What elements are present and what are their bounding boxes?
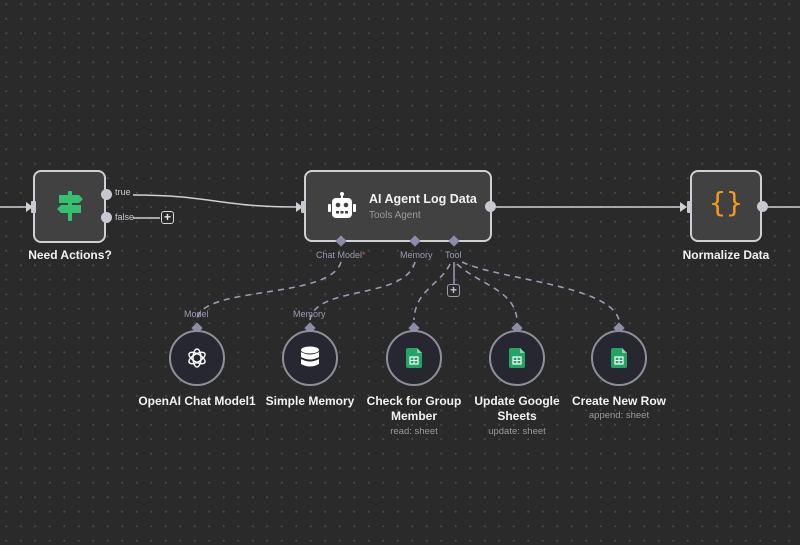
ai-agent-title: AI Agent Log Data <box>369 192 477 206</box>
openai-icon <box>188 348 206 368</box>
need-actions-output-false[interactable] <box>101 212 112 223</box>
edge-model[interactable] <box>196 261 342 321</box>
add-node-false-button[interactable]: + <box>161 211 174 224</box>
handle-label-tool: Tool <box>445 250 462 260</box>
edge-tool-check[interactable] <box>413 263 451 321</box>
node-openai-chat-model[interactable] <box>169 330 225 386</box>
signpost-icon <box>57 191 83 221</box>
update-operation: update: sheet <box>488 426 546 437</box>
code-braces-icon: {} <box>709 186 743 219</box>
openai-label: OpenAI Chat Model1 <box>138 394 256 408</box>
node-normalize-data[interactable]: {} <box>690 170 762 242</box>
edge-arrow <box>680 202 687 212</box>
handle-label-chat-model: Chat Model* <box>316 250 366 260</box>
edge-memory[interactable] <box>309 261 416 321</box>
ai-agent-output-handle[interactable] <box>485 201 496 212</box>
ai-agent-subtitle: Tools Agent <box>369 210 421 221</box>
check-label-line1: Check for Group <box>366 394 462 408</box>
normalize-output-handle[interactable] <box>757 201 768 212</box>
node-need-actions[interactable] <box>33 170 106 243</box>
check-operation: read: sheet <box>390 426 438 437</box>
node-ai-agent[interactable]: AI Agent Log Data Tools Agent <box>304 170 492 242</box>
connection-label-memory: Memory <box>293 309 326 319</box>
required-indicator: * <box>362 250 366 260</box>
database-icon <box>301 346 319 367</box>
update-label-line1: Update Google <box>474 394 560 408</box>
simple-memory-label: Simple Memory <box>265 394 355 408</box>
edge-arrow <box>296 202 303 212</box>
edge-true-to-agent[interactable] <box>132 194 298 208</box>
need-actions-output-true[interactable] <box>101 189 112 200</box>
normalize-input-handle[interactable] <box>687 201 692 213</box>
ai-agent-input-handle[interactable] <box>301 201 306 213</box>
handle-label-memory: Memory <box>400 250 433 260</box>
create-operation: append: sheet <box>588 410 650 421</box>
need-actions-label: Need Actions? <box>28 248 112 262</box>
node-update-google-sheets[interactable] <box>489 330 545 386</box>
google-sheets-icon <box>509 348 525 368</box>
node-create-new-row[interactable] <box>591 330 647 386</box>
output-label-false: false <box>115 212 135 222</box>
output-label-true: true <box>115 187 131 197</box>
connection-label-model: Model <box>184 309 209 319</box>
node-check-group-member[interactable] <box>386 330 442 386</box>
google-sheets-icon <box>611 348 627 368</box>
check-label-line2: Member <box>390 409 437 423</box>
create-label: Create New Row <box>571 394 667 408</box>
edge-arrow <box>26 202 33 212</box>
need-actions-input-handle[interactable] <box>31 201 36 213</box>
robot-icon <box>328 192 356 218</box>
update-label-line2: Sheets <box>497 409 537 423</box>
node-simple-memory[interactable] <box>282 330 338 386</box>
google-sheets-icon <box>406 348 422 368</box>
add-tool-button[interactable]: + <box>447 284 460 297</box>
edge-tool-update[interactable] <box>456 263 518 321</box>
normalize-label: Normalize Data <box>682 248 770 262</box>
edge-tool-create[interactable] <box>461 261 620 321</box>
